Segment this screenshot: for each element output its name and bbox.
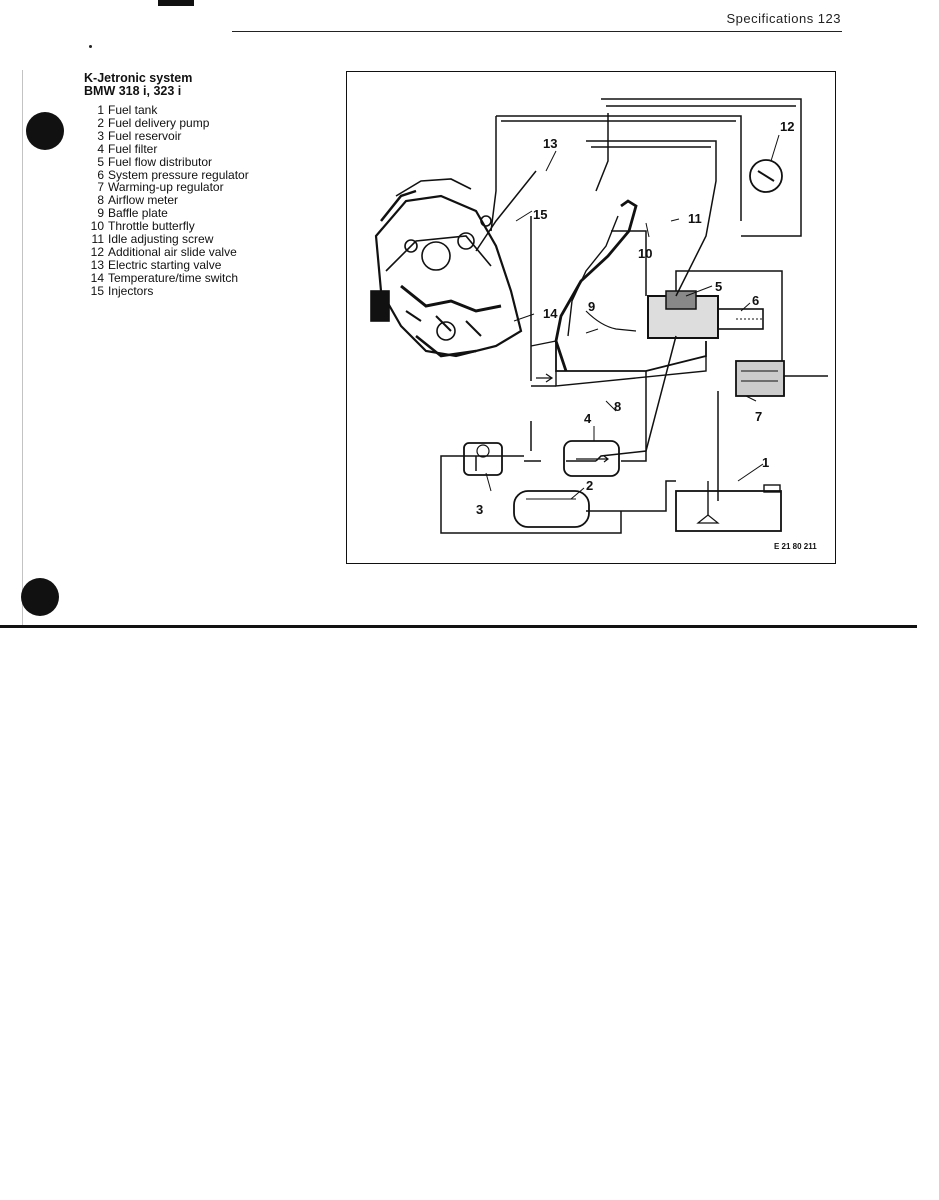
figure-code: E 21 80 211 xyxy=(774,542,817,551)
callout-8: 8 xyxy=(614,399,621,414)
figure-title-line-1: K-Jetronic system xyxy=(84,71,193,85)
callout-9: 9 xyxy=(588,299,595,314)
callout-15: 15 xyxy=(533,207,547,222)
callout-11: 11 xyxy=(688,211,702,226)
callout-12: 12 xyxy=(780,119,794,134)
callout-2: 2 xyxy=(586,478,593,493)
callout-5: 5 xyxy=(715,279,722,294)
callout-6: 6 xyxy=(752,293,759,308)
page-tab-mark xyxy=(158,0,194,6)
fuel-lines xyxy=(440,98,828,534)
binding-edge-line xyxy=(22,70,23,625)
fuel-supply-components xyxy=(463,440,782,532)
callout-7: 7 xyxy=(755,409,762,424)
punch-hole-top xyxy=(26,112,64,150)
callouts xyxy=(485,134,780,500)
callout-10: 10 xyxy=(638,246,652,261)
callout-14: 14 xyxy=(543,306,558,321)
k-jetronic-diagram: 1 2 3 4 5 6 7 8 9 10 11 12 13 14 15 E 21… xyxy=(370,98,828,551)
punch-hole-bottom xyxy=(21,578,59,616)
callout-4: 4 xyxy=(584,411,592,426)
callout-1: 1 xyxy=(762,455,769,470)
distributor-assembly xyxy=(647,159,785,397)
engine-illustration xyxy=(370,178,523,358)
page-bottom-rule xyxy=(0,625,917,628)
figure-title-line-2: BMW 318 i, 323 i xyxy=(84,84,182,98)
running-header: Specifications 123 xyxy=(726,11,841,26)
figure-title: K-Jetronic system BMW 318 i, 323 i xyxy=(84,72,192,98)
callout-labels: 1 2 3 4 5 6 7 8 9 10 11 12 13 14 15 E 21… xyxy=(476,119,817,551)
air-intake xyxy=(530,199,707,387)
callout-13: 13 xyxy=(543,136,557,151)
speck xyxy=(89,45,92,48)
header-rule xyxy=(232,31,842,32)
figure-frame xyxy=(346,71,836,564)
callout-3: 3 xyxy=(476,502,483,517)
